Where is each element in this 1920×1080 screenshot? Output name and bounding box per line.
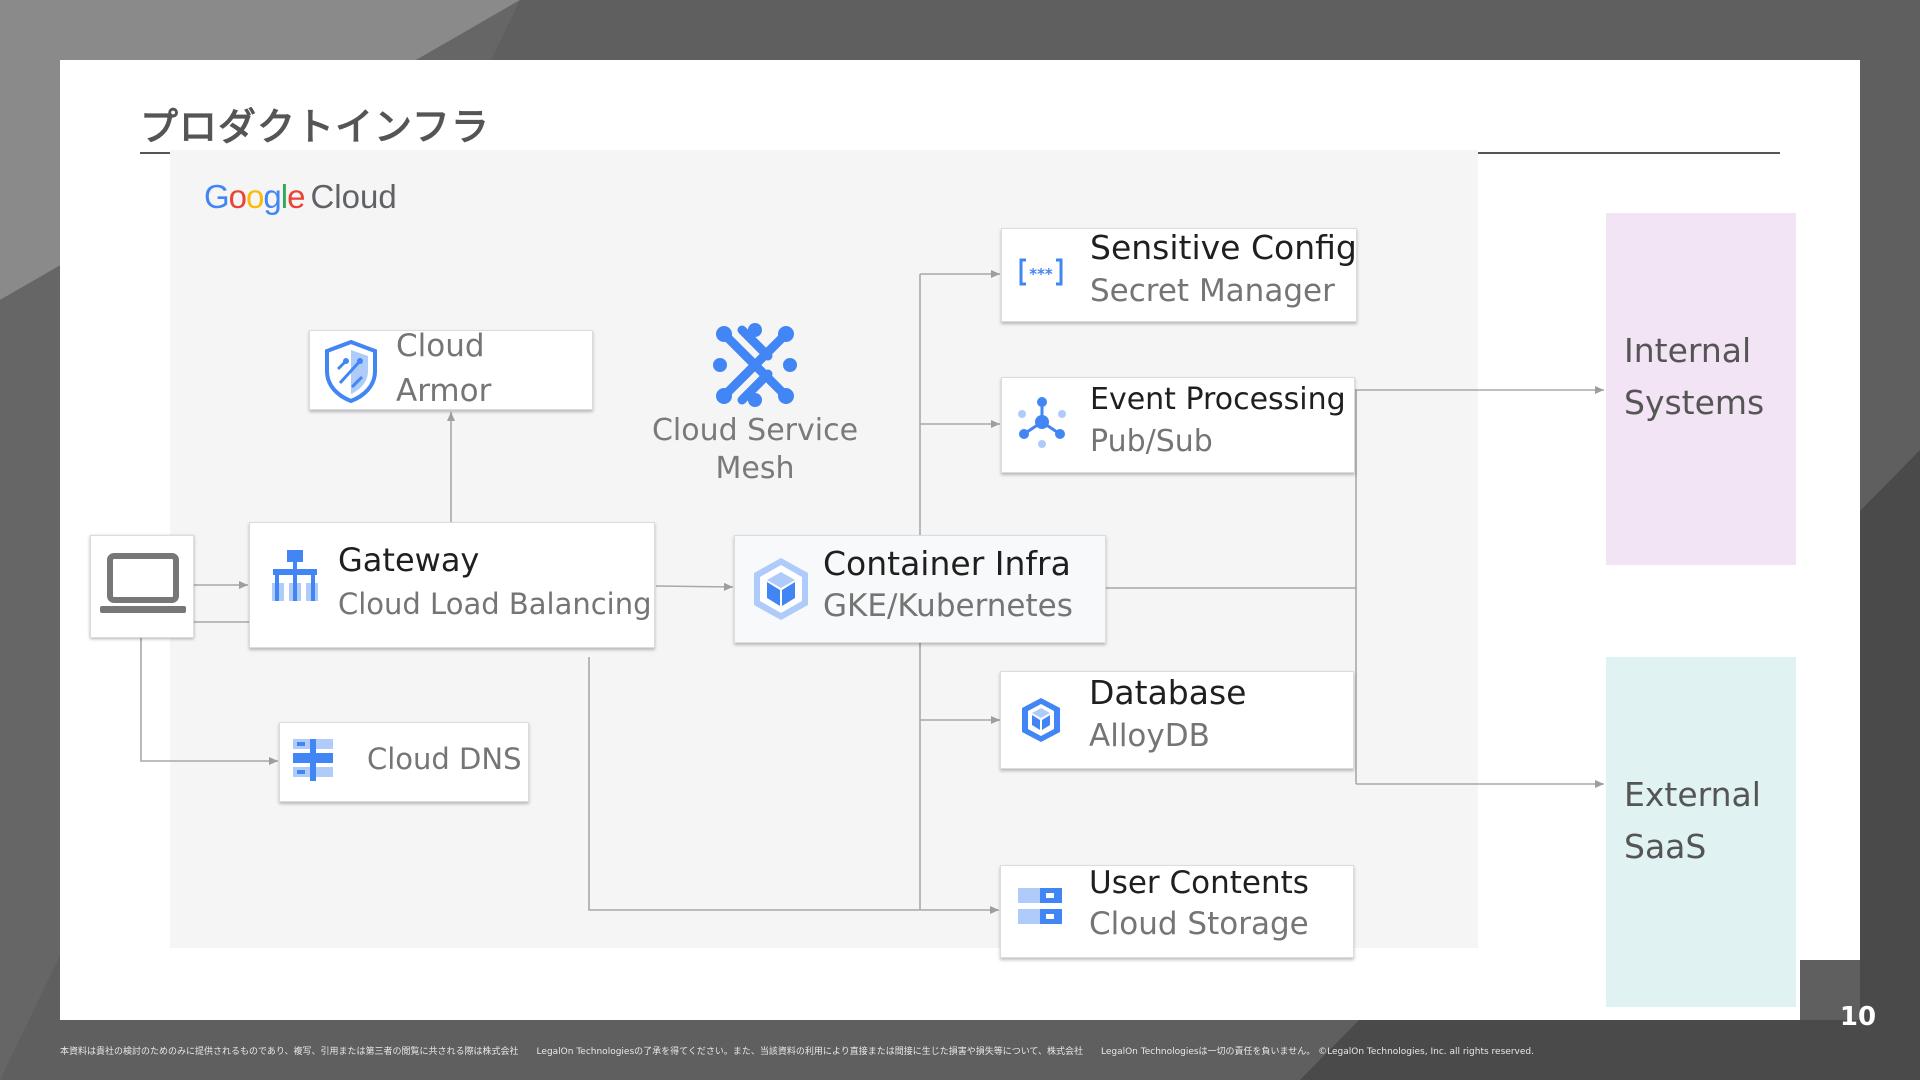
page-number: 10 (1839, 1002, 1877, 1032)
google-letter: o (246, 178, 264, 215)
laptop-icon (100, 553, 186, 613)
cloud-armor-line1: Cloud (396, 328, 485, 364)
google-cloud-word: Cloud (310, 178, 397, 215)
service-mesh-line2: Mesh (715, 451, 795, 486)
service-mesh-label: Cloud Service Mesh (640, 412, 870, 488)
internal-line2: Systems (1624, 383, 1765, 422)
load-balancer-icon (272, 550, 318, 601)
internal-line1: Internal (1624, 331, 1752, 370)
container-infra-subtitle: GKE/Kubernetes (823, 588, 1073, 624)
sensitive-config-box[interactable]: *** Sensitive Config Secret Manager (1001, 228, 1372, 333)
database-icon (1022, 698, 1060, 742)
database-box[interactable]: Database AlloyDB (1000, 671, 1369, 780)
google-letter: g (263, 178, 281, 215)
user-contents-subtitle: Cloud Storage (1089, 906, 1309, 942)
google-letter: o (228, 178, 247, 215)
link-client-dns (140, 636, 278, 765)
service-mesh-icon (713, 323, 797, 407)
event-processing-title: Event Processing (1090, 382, 1346, 417)
google-wordmark: Google (204, 178, 305, 215)
external-line2: SaaS (1624, 827, 1707, 866)
google-letter: e (287, 178, 305, 215)
client-laptop[interactable] (90, 535, 194, 638)
database-title: Database (1089, 673, 1247, 712)
sensitive-config-title: Sensitive Config (1090, 228, 1357, 267)
google-letter: l (280, 178, 288, 215)
pubsub-icon (1018, 397, 1066, 448)
link-gateway-container (655, 582, 734, 591)
google-letter: G (204, 178, 230, 215)
event-processing-box[interactable]: Event Processing Pub/Sub (1001, 377, 1370, 484)
database-subtitle: AlloyDB (1089, 718, 1210, 754)
svg-text:***: *** (1029, 265, 1053, 283)
shield-icon (325, 339, 377, 403)
kubernetes-icon (754, 558, 808, 620)
cloud-armor-line2: Armor (396, 373, 492, 409)
user-contents-title: User Contents (1089, 865, 1309, 901)
service-mesh-line1: Cloud Service (651, 413, 859, 448)
user-contents-box[interactable]: User Contents Cloud Storage (1000, 865, 1369, 969)
storage-icon (1018, 888, 1062, 924)
gateway-subtitle: Cloud Load Balancing (338, 587, 652, 621)
cloud-armor-box[interactable]: Cloud Armor (309, 328, 593, 410)
container-infra-box[interactable]: Container Infra GKE/Kubernetes (734, 535, 1106, 643)
gateway-box[interactable]: Gateway Cloud Load Balancing (249, 522, 670, 659)
external-line1: External (1624, 775, 1761, 814)
cloud-dns-title: Cloud DNS (367, 742, 522, 776)
external-saas-panel[interactable]: External SaaS (1606, 657, 1796, 1007)
link-gateway-storage (588, 657, 999, 914)
slide-title: プロダクトインフラ (140, 105, 490, 149)
dns-icon (293, 739, 333, 781)
event-processing-subtitle: Pub/Sub (1090, 424, 1213, 459)
sensitive-config-subtitle: Secret Manager (1090, 273, 1335, 309)
footer-disclaimer: 本資料は貴社の検討のためのみに提供されるものであり、複写、引用または第三者の閲覧… (60, 1047, 1534, 1057)
gateway-title: Gateway (338, 541, 480, 579)
container-infra-title: Container Infra (823, 544, 1071, 583)
page-corner (1800, 960, 1860, 1020)
internal-systems-panel[interactable]: Internal Systems (1606, 213, 1796, 565)
cloud-dns-box[interactable]: Cloud DNS (279, 722, 529, 802)
secret-icon: *** (1019, 258, 1063, 286)
